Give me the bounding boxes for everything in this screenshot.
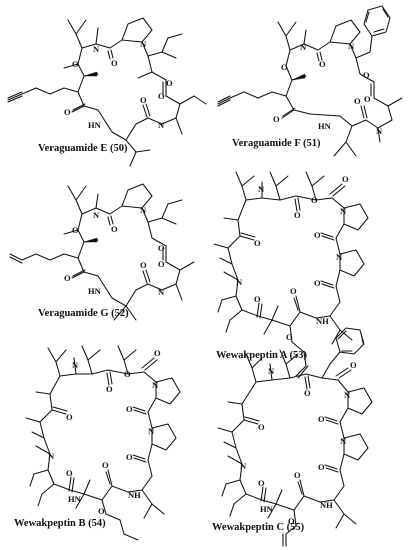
o-atom: O (318, 414, 325, 424)
n-atom: N (148, 426, 155, 436)
structure-wewakpeptin-c (217, 327, 373, 547)
o-atom: O (154, 348, 161, 358)
n-atom: N (340, 436, 347, 446)
o-atom: O (106, 384, 113, 394)
o-atom: O (318, 462, 325, 472)
n-atom: N (240, 461, 247, 471)
o-atom: O (258, 478, 265, 488)
o-atom: O (140, 95, 147, 105)
o-atom: O (314, 278, 321, 288)
compound-label-wewakpeptin-a: Wewakpeptin A (53) (216, 350, 308, 361)
o-atom: O (72, 59, 79, 69)
o-atom: O (126, 404, 133, 414)
o-atom: O (290, 286, 297, 296)
o-atom: O (64, 273, 71, 283)
o-atom: O (354, 96, 361, 106)
n-atom: N (158, 120, 165, 130)
o-atom: O (273, 114, 280, 124)
o-atom: O (364, 94, 371, 104)
hn-atom: HN (260, 504, 274, 514)
compound-label-wewakpeptin-c: Wewakpeptin C (55) (212, 522, 305, 533)
n-atom: N (348, 41, 355, 51)
o-atom: O (258, 422, 265, 432)
o-atom: O (281, 62, 288, 72)
hn-atom: HN (88, 286, 102, 296)
hn-atom: HN (68, 494, 82, 504)
nh-atom: NH (316, 316, 329, 326)
o-atom: O (102, 460, 109, 470)
o-atom: O (140, 260, 147, 270)
compound-label-veraguamide-e: Veraguamide E (50) (38, 143, 128, 154)
o-atom: O (158, 259, 165, 269)
structure-wewakpeptin-b (25, 345, 181, 541)
compound-label-wewakpeptin-b: Wewakpeptin B (54) (14, 518, 106, 529)
o-atom: O (166, 78, 173, 88)
structure-veraguamide-e (7, 17, 207, 167)
o-atom: O (66, 412, 73, 422)
o-atom: O (111, 58, 118, 68)
o-atom: O (158, 91, 165, 101)
n-atom: N (140, 205, 147, 215)
n-atom: N (300, 42, 307, 52)
o-atom: O (64, 107, 71, 117)
n-atom: N (152, 380, 159, 390)
n-atom: N (336, 252, 343, 262)
o-atom: O (342, 174, 349, 184)
o-atom: O (304, 388, 311, 398)
o-atom: O (254, 238, 261, 248)
o-atom: O (350, 360, 357, 370)
o-atom: O (286, 332, 293, 342)
nh-atom: NH (320, 500, 333, 510)
o-atom: O (311, 195, 318, 205)
structure-veraguamide-f (217, 5, 403, 157)
o-atom: O (294, 210, 301, 220)
o-atom: O (72, 225, 79, 235)
n-atom: N (158, 287, 165, 297)
o-atom: O (98, 506, 105, 516)
compound-label-veraguamide-g: Veraguamide G (52) (38, 308, 129, 319)
n-atom: N (344, 390, 351, 400)
n-atom: N (93, 210, 100, 220)
o-atom: O (254, 294, 261, 304)
o-atom: O (294, 470, 301, 480)
compound-label-veraguamide-f: Veraguamide F (51) (232, 138, 321, 149)
structure-veraguamide-g (9, 183, 195, 321)
n-atom: N (93, 44, 100, 54)
n-atom: N (72, 360, 79, 370)
n-atom: N (258, 184, 265, 194)
o-atom: O (126, 452, 133, 462)
structure-wewakpeptin-a (213, 171, 369, 379)
o-atom: O (288, 516, 295, 526)
n-atom: N (340, 206, 347, 216)
o-atom: O (124, 369, 131, 379)
nh-atom: NH (128, 490, 141, 500)
hn-atom: HN (88, 120, 102, 130)
n-atom: N (268, 366, 275, 376)
o-atom: O (158, 243, 165, 253)
n-atom: N (236, 277, 243, 287)
o-atom: O (314, 230, 321, 240)
o-atom: O (363, 70, 370, 80)
o-atom: O (66, 468, 73, 478)
o-atom: O (111, 224, 118, 234)
n-atom: N (376, 126, 383, 136)
o-atom: O (319, 59, 326, 69)
n-atom: N (48, 451, 55, 461)
hn-atom: HN (318, 121, 332, 131)
n-atom: N (140, 39, 147, 49)
